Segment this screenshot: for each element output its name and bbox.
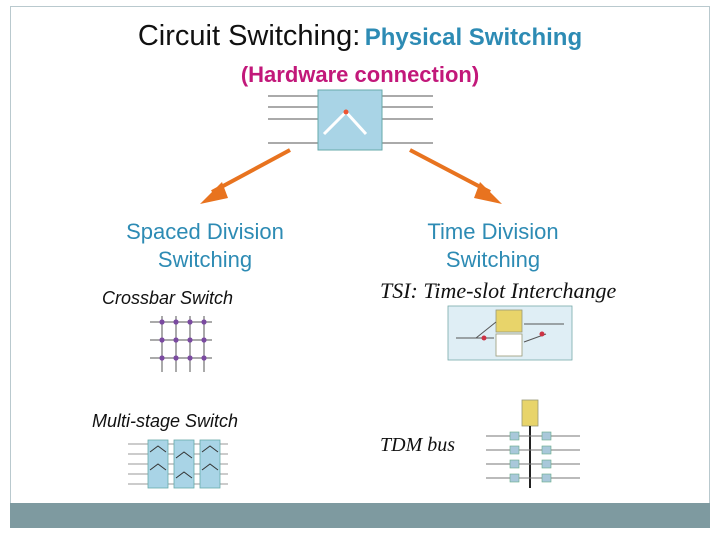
tsi-diagram: [447, 305, 573, 361]
title-sub: Physical Switching: [364, 24, 583, 51]
tdm-bus-label: TDM bus: [380, 434, 456, 456]
tdm-bus-diagram: [486, 399, 580, 488]
arrow-left: [200, 148, 291, 204]
slide-title: Circuit Switching: Physical Switching: [0, 20, 720, 53]
title-paren: (Hardware connection): [240, 62, 480, 87]
time-division-heading-line2: Switching: [445, 247, 541, 272]
crossbar-diagram: [150, 316, 212, 372]
crossbar-label: Crossbar Switch: [102, 288, 234, 308]
arrow-right: [409, 148, 502, 204]
multistage-diagram: [128, 439, 228, 489]
space-division-heading: Spaced Division Switching: [90, 218, 320, 274]
footer-bar: [10, 503, 710, 528]
space-division-heading-line1: Spaced Division: [126, 219, 284, 244]
space-division-heading-line2: Switching: [157, 247, 253, 272]
time-division-heading: Time Division Switching: [378, 218, 608, 274]
multistage-label: Multi-stage Switch: [92, 411, 239, 431]
tsi-label: TSI: Time-slot Interchange: [380, 278, 617, 303]
title-main: Circuit Switching:: [137, 20, 361, 52]
time-division-heading-line1: Time Division: [427, 219, 559, 244]
switch-diagram: [268, 89, 433, 151]
